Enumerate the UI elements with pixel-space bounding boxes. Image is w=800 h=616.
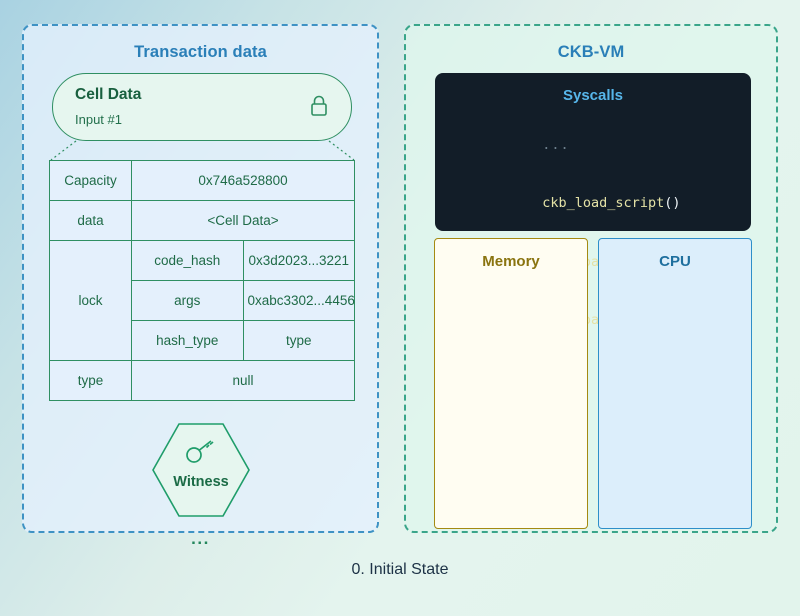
lock-icon — [311, 95, 327, 116]
syscall-ellipsis-top: ... — [542, 136, 570, 153]
transaction-data-panel: Transaction data Cell Data Input #1 Capa… — [22, 24, 379, 548]
row-value-code-hash: 0x3d2023...3221 — [242, 240, 355, 281]
syscall-line: ckb_load_script() — [461, 175, 751, 234]
cell-fields-table: Capacity 0x746a528800 data <Cell Data> l… — [49, 160, 355, 401]
row-key-args: args — [131, 280, 244, 321]
row-key-capacity: Capacity — [49, 160, 132, 201]
witness-label: Witness — [173, 474, 229, 490]
table-row: data <Cell Data> — [49, 200, 355, 241]
row-key-data: data — [49, 200, 132, 241]
table-row: lock code_hash 0x3d2023...3221 — [49, 240, 355, 361]
cell-data-title: Cell Data — [75, 86, 142, 103]
row-key-type: type — [49, 360, 132, 401]
ckb-vm-panel: CKB-VM Syscalls ... ckb_load_script() ck… — [404, 24, 778, 533]
row-value-capacity: 0x746a528800 — [131, 160, 355, 201]
table-row: hash_type type — [50, 320, 355, 361]
witness-hexagon — [152, 423, 250, 517]
row-value-hash-type: type — [242, 320, 355, 361]
row-value-type: null — [131, 360, 355, 401]
syscall-line: ... — [461, 116, 751, 175]
cell-data-pill[interactable]: Cell Data Input #1 — [52, 73, 352, 141]
ckb-vm-title: CKB-VM — [557, 43, 625, 61]
witness-node[interactable]: Witness — [149, 418, 253, 522]
row-key-hash-type: hash_type — [131, 320, 244, 361]
syscall-parens: () — [664, 195, 681, 211]
table-row: type null — [49, 360, 355, 401]
row-value-args: 0xabc3302...4456 — [242, 280, 355, 321]
diagram-caption: 0. Initial State — [351, 561, 449, 578]
row-key-code-hash: code_hash — [131, 240, 244, 281]
table-row: args 0xabc3302...4456 — [50, 280, 355, 321]
row-value-data: <Cell Data> — [131, 200, 355, 241]
key-icon — [186, 440, 214, 463]
cell-data-subtitle: Input #1 — [75, 112, 122, 127]
row-key-lock: lock — [49, 240, 132, 361]
syscalls-console: Syscalls ... ckb_load_script() ckb_load_… — [435, 73, 751, 387]
cpu-box: CPU — [598, 238, 752, 529]
syscall-name-load-script: ckb_load_script — [542, 195, 665, 211]
memory-title: Memory — [482, 253, 540, 270]
memory-box: Memory — [434, 238, 588, 529]
transaction-data-title: Transaction data — [134, 43, 267, 61]
cpu-title: CPU — [659, 253, 691, 270]
transaction-ellipsis: ... — [191, 529, 210, 548]
syscalls-title: Syscalls — [562, 87, 624, 104]
table-row: Capacity 0x746a528800 — [49, 160, 355, 201]
